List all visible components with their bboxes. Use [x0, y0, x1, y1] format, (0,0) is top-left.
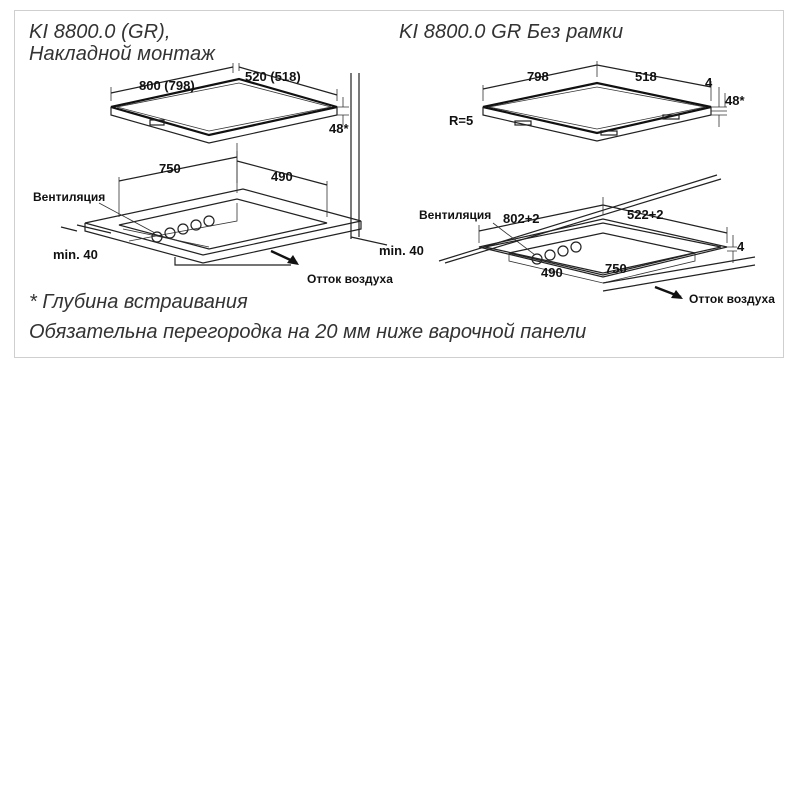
- left-dim-width: 800 (798): [139, 78, 195, 93]
- right-title: KI 8800.0 GR Без рамки: [399, 21, 624, 43]
- right-airflow-label: Отток воздуха: [689, 292, 775, 306]
- right-recess-width: 802+2: [503, 211, 540, 226]
- right-ventilation-pointer: [492, 222, 536, 256]
- right-dim-depth: 518: [635, 69, 657, 84]
- left-min-right: min. 40: [379, 243, 424, 258]
- left-hob: [110, 63, 349, 144]
- right-cut-depth: 490: [541, 265, 563, 280]
- left-wall: [350, 73, 360, 239]
- depth-note: * Глубина встраивания: [29, 291, 248, 313]
- right-cut-width: 750: [605, 261, 627, 276]
- right-dim-width: 798: [527, 69, 549, 84]
- partition-note: Обязательна перегородка на 20 мм ниже ва…: [29, 321, 587, 343]
- right-hob: [482, 61, 727, 142]
- right-recess-step: 4: [737, 239, 745, 254]
- left-ventilation-pointer: [98, 202, 156, 234]
- diagram-sheet: KI 8800.0 (GR), Накладной монтаж KI 8800…: [14, 10, 784, 358]
- left-title-line2: Накладной монтаж: [29, 43, 216, 65]
- left-cut-depth: 490: [271, 169, 293, 184]
- right-dim-top: 4: [705, 75, 713, 90]
- left-dim-height: 48*: [329, 121, 349, 136]
- left-min-left: min. 40: [53, 247, 98, 262]
- left-airflow-label: Отток воздуха: [307, 272, 393, 286]
- left-title-line1: KI 8800.0 (GR),: [29, 21, 171, 43]
- installation-drawing: 800 (798) 520 (518) 48*: [33, 61, 775, 306]
- right-dim-height: 48*: [725, 93, 745, 108]
- right-countertop: [438, 174, 756, 299]
- left-cut-width: 750: [159, 161, 181, 176]
- left-countertop: [60, 151, 388, 266]
- right-ventilation-label: Вентиляция: [419, 208, 491, 222]
- right-radius: R=5: [449, 113, 473, 128]
- left-ventilation-label: Вентиляция: [33, 190, 105, 204]
- left-dim-depth: 520 (518): [245, 69, 301, 84]
- right-recess-depth: 522+2: [627, 207, 664, 222]
